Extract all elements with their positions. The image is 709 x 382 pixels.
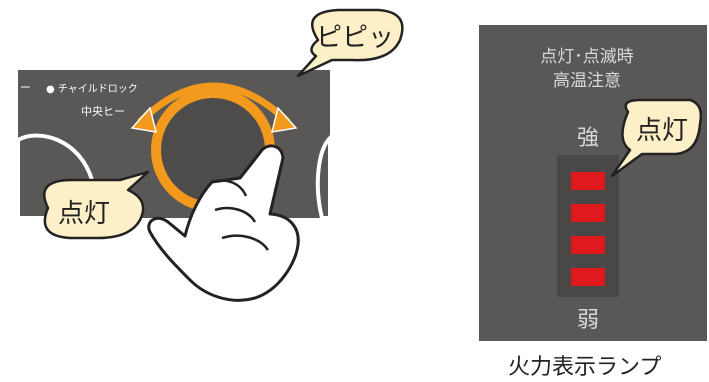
right-burner-knob [315,133,332,220]
lamp-group [571,172,605,286]
lit-speech-bubble-right [610,98,703,178]
arrow-head-right-icon [270,106,298,133]
arrow-head-left-icon [130,106,158,133]
lit-text-left: 点灯 [58,199,111,229]
strong-label: 強 [576,126,599,151]
childlock-label: ● チャイルドロック [46,84,138,95]
rotate-arrow-arc [137,82,291,125]
lit-text-right: 点灯 [636,116,689,146]
lamp-header-line1: 点灯･点滅時 [540,47,634,67]
lamp-header-line2: 高温注意 [553,71,621,91]
beep-speech-bubble [296,8,404,78]
center-heater-label: 中央ヒー [81,105,125,118]
beep-text: ピピッ [316,23,395,53]
pointing-hand-icon [147,144,300,302]
lit-speech-bubble-left [43,170,150,240]
lamp-caption: 火力表示ランプ [508,355,662,380]
weak-label: 弱 [576,308,599,333]
heat-level-lamp [571,172,605,190]
heat-level-lamp [571,268,605,286]
heat-level-lamp [571,236,605,254]
panel-dash: ー [20,81,31,94]
heat-level-lamp [571,204,605,222]
center-heater-button[interactable] [161,98,265,202]
